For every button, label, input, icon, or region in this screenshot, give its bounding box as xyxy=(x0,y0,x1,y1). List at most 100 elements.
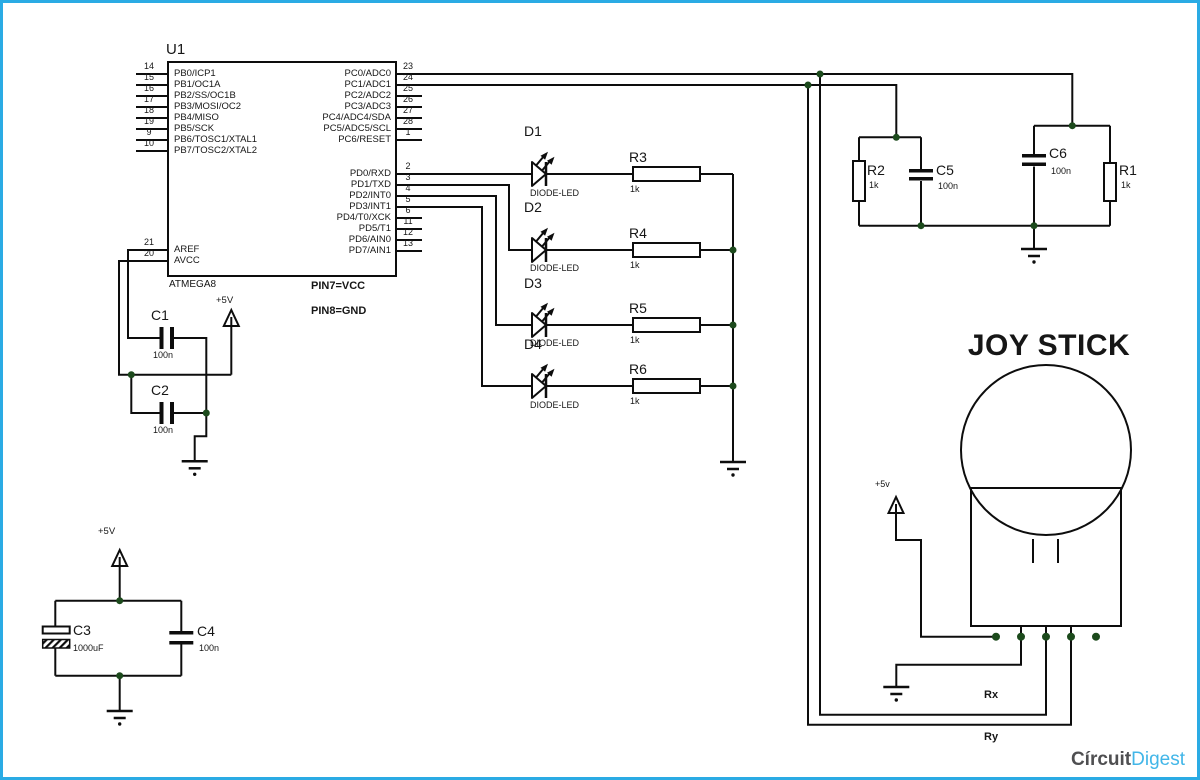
rx-signal-label: Rx xyxy=(984,689,999,701)
pin-number: 10 xyxy=(143,138,154,148)
pin-label: PD6/AIN0 xyxy=(348,234,391,245)
ground-icon xyxy=(105,709,134,727)
pin-number: 5 xyxy=(405,194,411,204)
r2-value: 1k xyxy=(869,180,879,190)
power-label-joystick: +5v xyxy=(875,479,890,489)
power-arrow-icon xyxy=(887,496,905,514)
pin-label: AVCC xyxy=(174,255,200,266)
pin-label: PB6/TOSC1/XTAL1 xyxy=(174,134,258,145)
pin-label: PB4/MISO xyxy=(174,112,219,123)
r5-value: 1k xyxy=(630,335,640,345)
aref-avcc-decoupling-net xyxy=(118,249,240,478)
pin-number: 21 xyxy=(143,237,154,247)
pin-number: 20 xyxy=(143,248,154,258)
pin-label: PD7/AIN1 xyxy=(348,245,391,256)
d1-type: DIODE-LED xyxy=(530,188,580,198)
pin-number: 15 xyxy=(143,72,154,82)
logo-part1: Círcuit xyxy=(1070,749,1132,770)
schematic-drawing xyxy=(41,61,1132,727)
pin-number: 1 xyxy=(405,127,411,137)
c3-ref: C3 xyxy=(73,622,91,638)
pin-number: 6 xyxy=(405,205,411,215)
r6-value: 1k xyxy=(630,396,640,406)
pin-label: PC4/ADC4/SDA xyxy=(322,112,391,123)
r1-value: 1k xyxy=(1121,180,1131,190)
pin-label: PD2/INT0 xyxy=(349,190,391,201)
pin-number: 28 xyxy=(402,116,413,126)
power-label-analog: +5V xyxy=(216,295,234,306)
ic-left-pin-stubs xyxy=(136,73,168,152)
r3-ref: R3 xyxy=(629,149,647,165)
pin-label: PC0/ADC0 xyxy=(344,68,391,79)
resistor-r5-icon xyxy=(632,317,701,333)
pin-number: 3 xyxy=(405,172,411,182)
d3-type: DIODE-LED xyxy=(530,338,580,348)
pin-label: PB5/SCK xyxy=(174,123,215,134)
c4-value: 100n xyxy=(199,643,220,653)
pin-label: PC3/ADC3 xyxy=(344,101,391,112)
c1-ref: C1 xyxy=(151,307,169,323)
joystick-symbol xyxy=(882,364,1132,703)
ic-right-pin-stubs xyxy=(396,95,422,252)
ground-icon xyxy=(180,460,209,478)
d3-ref: D3 xyxy=(524,275,542,291)
pin-number: 11 xyxy=(403,216,413,226)
pin-label: PD5/T1 xyxy=(358,223,391,234)
logo-part2: Digest xyxy=(1131,749,1185,770)
r6-ref: R6 xyxy=(629,361,647,377)
adc-filter-net xyxy=(852,122,1117,265)
c4-ref: C4 xyxy=(197,623,215,639)
resistor-r3-icon xyxy=(632,166,701,182)
resistor-r1-icon xyxy=(1103,162,1117,202)
pin-number: 24 xyxy=(402,72,413,82)
pin-number: 26 xyxy=(402,94,413,104)
c6-ref: C6 xyxy=(1049,145,1067,161)
resistor-r6-icon xyxy=(632,378,701,394)
r4-value: 1k xyxy=(630,260,640,270)
c5-ref: C5 xyxy=(936,162,954,178)
pin-label: PC5/ADC5/SCL xyxy=(323,123,391,134)
c3-value: 1000uF xyxy=(73,643,104,653)
pin-label: PD3/INT1 xyxy=(349,201,391,212)
c2-ref: C2 xyxy=(151,382,169,398)
pin-number: 9 xyxy=(146,127,152,137)
r4-ref: R4 xyxy=(629,225,647,241)
d2-type: DIODE-LED xyxy=(530,263,580,273)
led-resistor-net xyxy=(396,150,748,478)
adc-nets xyxy=(396,70,1074,726)
power-label-main: +5V xyxy=(98,526,116,537)
pin-label: PB3/MOSI/OC2 xyxy=(174,101,242,112)
joystick-title: JOY STICK xyxy=(967,329,1131,362)
pin-number: 17 xyxy=(143,94,154,104)
d2-ref: D2 xyxy=(524,199,542,215)
pin-label: PC1/ADC1 xyxy=(344,79,391,90)
pin-number: 12 xyxy=(402,227,413,237)
c6-value: 100n xyxy=(1051,166,1072,176)
ground-icon xyxy=(1019,247,1049,265)
pin-number: 18 xyxy=(143,105,154,115)
power-arrow-icon xyxy=(222,309,240,327)
d4-ref: D4 xyxy=(524,336,542,352)
pin-label: PD1/TXD xyxy=(350,179,391,190)
ic-note-vcc: PIN7=VCC xyxy=(311,280,366,292)
resistor-r2-icon xyxy=(852,160,866,202)
pin-number: 27 xyxy=(402,105,413,115)
ry-signal-label: Ry xyxy=(984,731,999,743)
pin-label: PB2/SS/OC1B xyxy=(174,90,236,101)
ic-part: ATMEGA8 xyxy=(169,279,217,290)
pin-label: PD4/T0/XCK xyxy=(336,212,391,223)
r2-ref: R2 xyxy=(867,162,885,178)
d4-type: DIODE-LED xyxy=(530,400,580,410)
c1-value: 100n xyxy=(153,350,174,360)
d1-ref: D1 xyxy=(524,123,542,139)
pin-label: AREF xyxy=(174,244,200,255)
ground-icon xyxy=(882,685,911,703)
pin-number: 16 xyxy=(143,83,154,93)
pin-label: PD0/RXD xyxy=(349,168,391,179)
pin-number: 25 xyxy=(402,83,413,93)
r5-ref: R5 xyxy=(629,300,647,316)
pin-number: 2 xyxy=(405,161,411,171)
pin-label: PC6/RESET xyxy=(338,134,391,145)
pin-number: 14 xyxy=(143,61,154,71)
